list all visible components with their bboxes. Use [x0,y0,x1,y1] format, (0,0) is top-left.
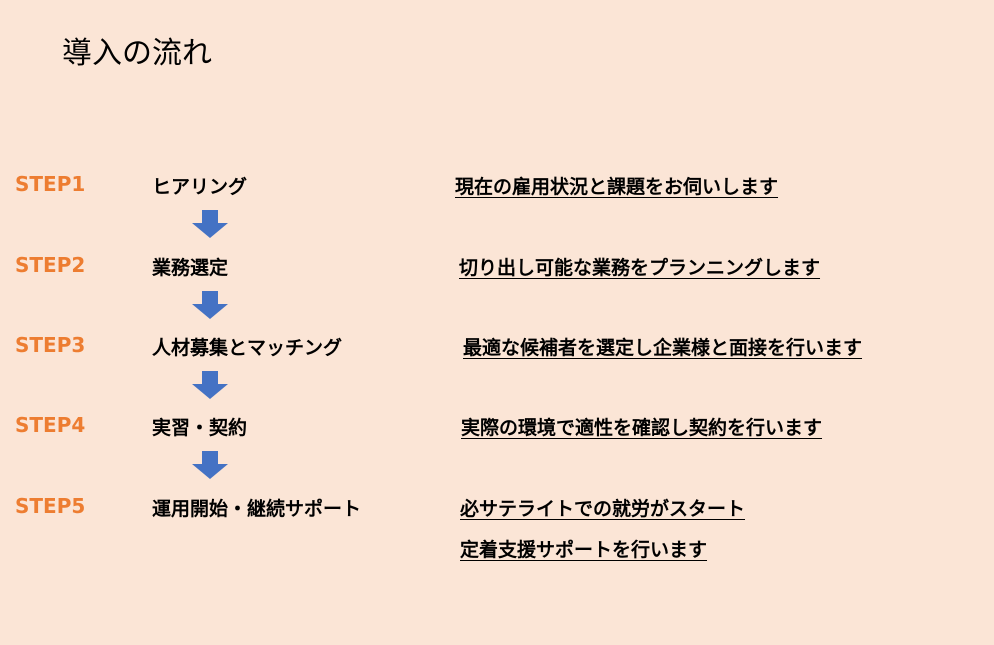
step-description: 現在の雇用状況と課題をお伺いします [455,176,779,198]
page-title: 導入の流れ [62,36,212,71]
step-description: 必サテライトでの就労がスタート [460,498,746,520]
step-label: STEP5 [15,494,86,518]
step-label: STEP3 [15,333,86,357]
step-label: STEP2 [15,253,86,277]
step-name: 実習・契約 [152,417,248,439]
down-arrow-icon [192,210,228,238]
down-arrow-icon [192,451,228,479]
step-label: STEP1 [15,172,86,196]
step-description: 実際の環境で適性を確認し契約を行います [461,417,823,439]
step-name: 運用開始・継続サポート [152,498,362,520]
step-name: 人材募集とマッチング [152,337,343,359]
down-arrow-icon [192,291,228,319]
step-label: STEP4 [15,413,86,437]
step-description: 最適な候補者を選定し企業様と面接を行います [463,337,863,359]
step-name: ヒアリング [152,176,248,198]
step-name: 業務選定 [152,257,229,279]
down-arrow-icon [192,371,228,399]
step-description: 切り出し可能な業務をプランニングします [459,257,821,279]
step-description: 定着支援サポートを行います [460,539,708,561]
